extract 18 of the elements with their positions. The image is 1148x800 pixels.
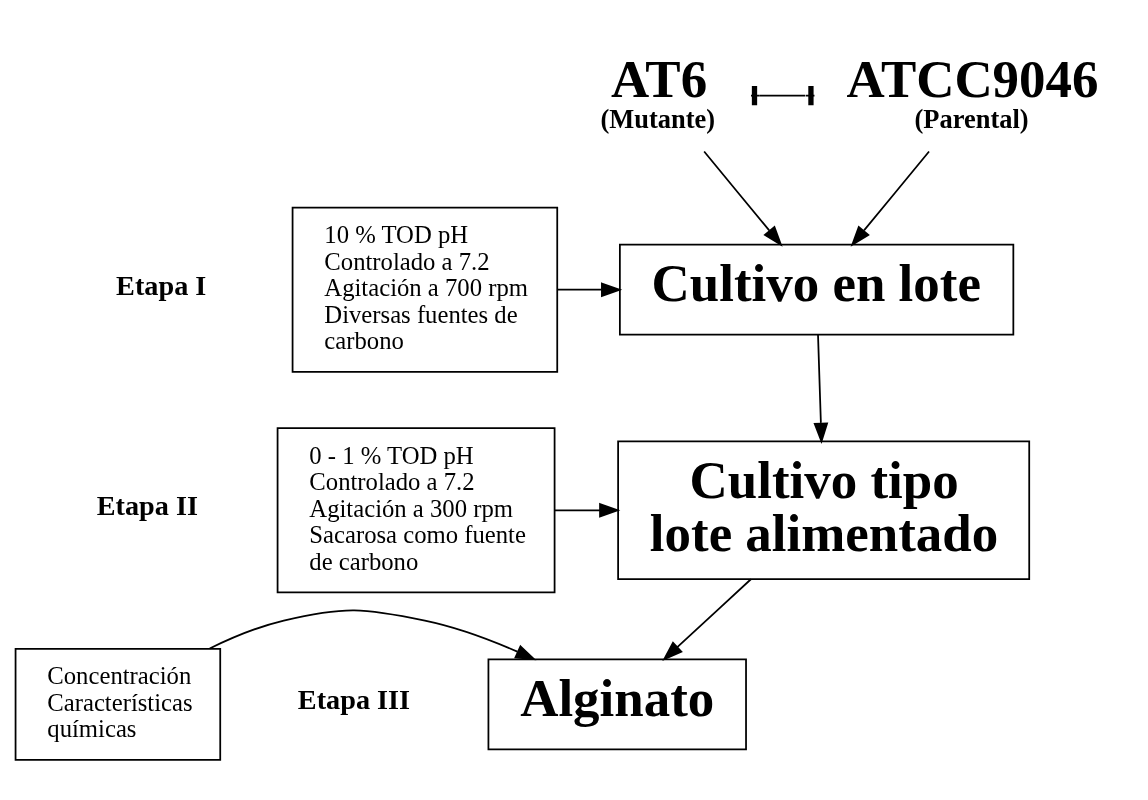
label: Etapa II [96,490,198,522]
arrow [662,578,752,661]
label: Etapa III [297,684,411,716]
arrow [553,502,621,518]
node-box: 0 - 1 % TOD pH Controlado a 7.2 Agitación a 300 rpm Sacarosa como fuente de carbono [276,427,556,594]
node-box: Concentración Características químicas [14,647,222,761]
node-text: AT6 (Mutante) [600,49,716,135]
node-box: Alginato [487,658,747,751]
node-box: Cultivo en lote [619,243,1015,336]
arrow [850,150,930,247]
arrow [208,609,537,661]
node-box: Cultivo tipo lote alimentado [617,440,1031,580]
label: Etapa I [116,269,207,301]
node-box: 10 % TOD pH Controlado a 7.2 Agitación a 700 rpm Diversas fuentes de carbono [291,206,559,373]
node-text: ATCC9046 (Parental) [846,49,1099,135]
arrow [703,150,783,247]
arrow [813,334,829,444]
arrow [556,282,623,298]
